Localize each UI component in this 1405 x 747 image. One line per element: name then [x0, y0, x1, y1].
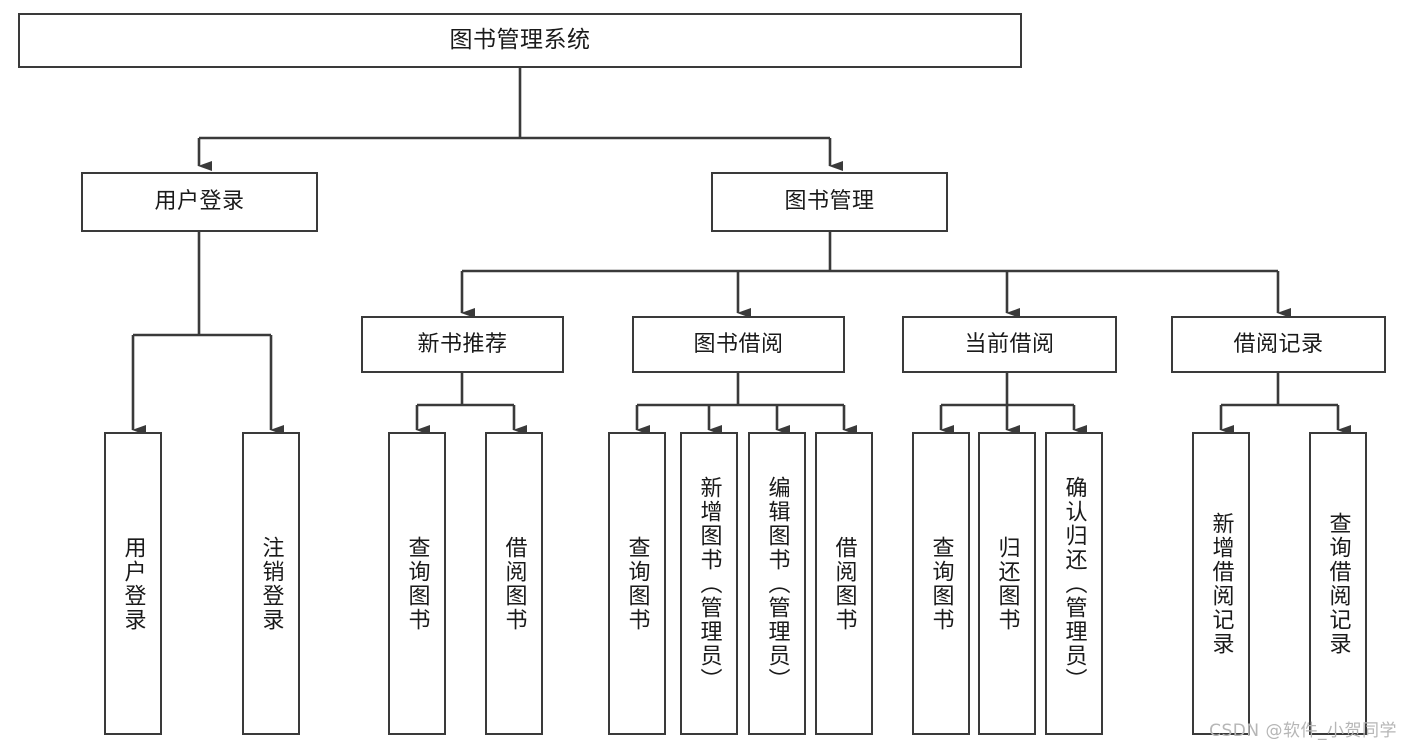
node-label: 图书管理	[784, 189, 875, 215]
node-label: 用户登录	[120, 535, 146, 632]
node-borrow-record[interactable]: 借阅记录	[1171, 316, 1386, 373]
watermark-csdn: CSDN @软件_小贺同学	[1209, 721, 1397, 741]
node-label: 查询图书	[624, 535, 650, 632]
node-leaf-logout-login[interactable]: 注销登录	[242, 432, 300, 735]
node-label: 新书推荐	[417, 331, 508, 357]
node-label: 借阅图书	[501, 535, 527, 632]
node-leaf-add-book[interactable]: 新增图书（管理员）	[680, 432, 738, 735]
node-label: 借阅记录	[1233, 331, 1324, 357]
node-leaf-query-book-1[interactable]: 查询图书	[388, 432, 446, 735]
node-leaf-query-book-2[interactable]: 查询图书	[608, 432, 666, 735]
node-label: 编辑图书（管理员）	[764, 475, 790, 692]
node-current-borrow[interactable]: 当前借阅	[902, 316, 1117, 373]
node-label: 借阅图书	[831, 535, 857, 632]
node-label: 查询借阅记录	[1325, 511, 1351, 656]
node-leaf-query-book-3[interactable]: 查询图书	[912, 432, 970, 735]
node-label: 查询图书	[404, 535, 430, 632]
node-label: 新增图书（管理员）	[696, 475, 722, 692]
node-label: 图书借阅	[693, 331, 784, 357]
node-book-borrow[interactable]: 图书借阅	[632, 316, 845, 373]
node-user-login[interactable]: 用户登录	[81, 172, 318, 232]
node-leaf-add-borrow-record[interactable]: 新增借阅记录	[1192, 432, 1250, 735]
node-leaf-return-book[interactable]: 归还图书	[978, 432, 1036, 735]
node-leaf-query-borrow-record[interactable]: 查询借阅记录	[1309, 432, 1367, 735]
node-leaf-user-login[interactable]: 用户登录	[104, 432, 162, 735]
node-label: 新增借阅记录	[1208, 511, 1234, 656]
node-label: 归还图书	[994, 535, 1020, 632]
node-label: 用户登录	[154, 189, 245, 215]
node-label: 注销登录	[258, 535, 284, 632]
node-root-book-management-system[interactable]: 图书管理系统	[18, 13, 1022, 68]
node-label: 查询图书	[928, 535, 954, 632]
node-leaf-edit-book[interactable]: 编辑图书（管理员）	[748, 432, 806, 735]
node-leaf-confirm-return[interactable]: 确认归还（管理员）	[1045, 432, 1103, 735]
node-new-book-recommendation[interactable]: 新书推荐	[361, 316, 564, 373]
node-leaf-borrow-book-2[interactable]: 借阅图书	[815, 432, 873, 735]
node-label: 确认归还（管理员）	[1061, 475, 1087, 692]
node-book-management[interactable]: 图书管理	[711, 172, 948, 232]
node-label: 当前借阅	[964, 331, 1055, 357]
node-label: 图书管理系统	[449, 26, 591, 53]
node-leaf-borrow-book-1[interactable]: 借阅图书	[485, 432, 543, 735]
